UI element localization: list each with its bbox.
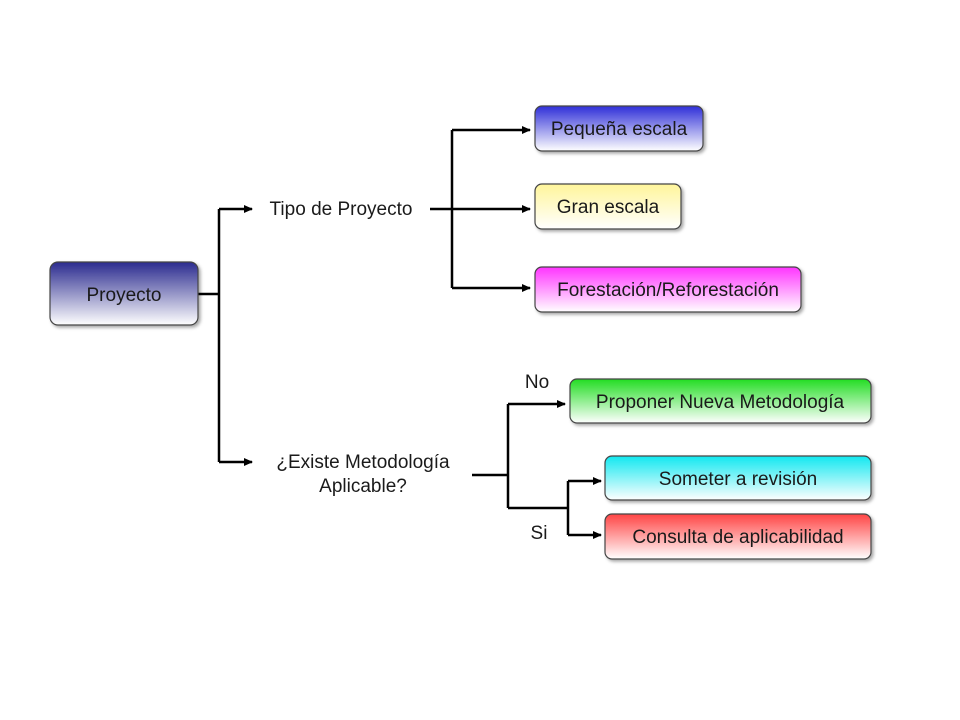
node-gran-escala-label: Gran escala [557, 197, 660, 218]
node-forestacion-label: Forestación/Reforestación [557, 280, 779, 301]
node-consulta-label: Consulta de aplicabilidad [632, 527, 843, 548]
node-gran-escala: Gran escala [534, 183, 682, 230]
node-proponer-label: Proponer Nueva Metodología [596, 392, 845, 413]
node-proyecto-label: Proyecto [87, 285, 162, 306]
edge-label-no: No [525, 372, 549, 393]
node-someter-label: Someter a revisión [659, 469, 817, 490]
node-pequena-escala: Pequeña escala [534, 105, 704, 152]
node-proponer: Proponer Nueva Metodología [569, 378, 872, 424]
branch-tipo-label: Tipo de Proyecto [270, 199, 413, 220]
connectors [198, 126, 602, 539]
node-consulta: Consulta de aplicabilidad [604, 513, 872, 560]
node-forestacion: Forestación/Reforestación [534, 266, 802, 313]
branch-existe-label-line2: Aplicable? [319, 476, 407, 497]
edge-label-si: Si [531, 523, 548, 544]
node-proyecto: Proyecto [49, 261, 199, 326]
node-someter: Someter a revisión [604, 455, 872, 501]
node-pequena-escala-label: Pequeña escala [551, 119, 688, 140]
branch-existe-label-line1: ¿Existe Metodología [276, 452, 450, 473]
